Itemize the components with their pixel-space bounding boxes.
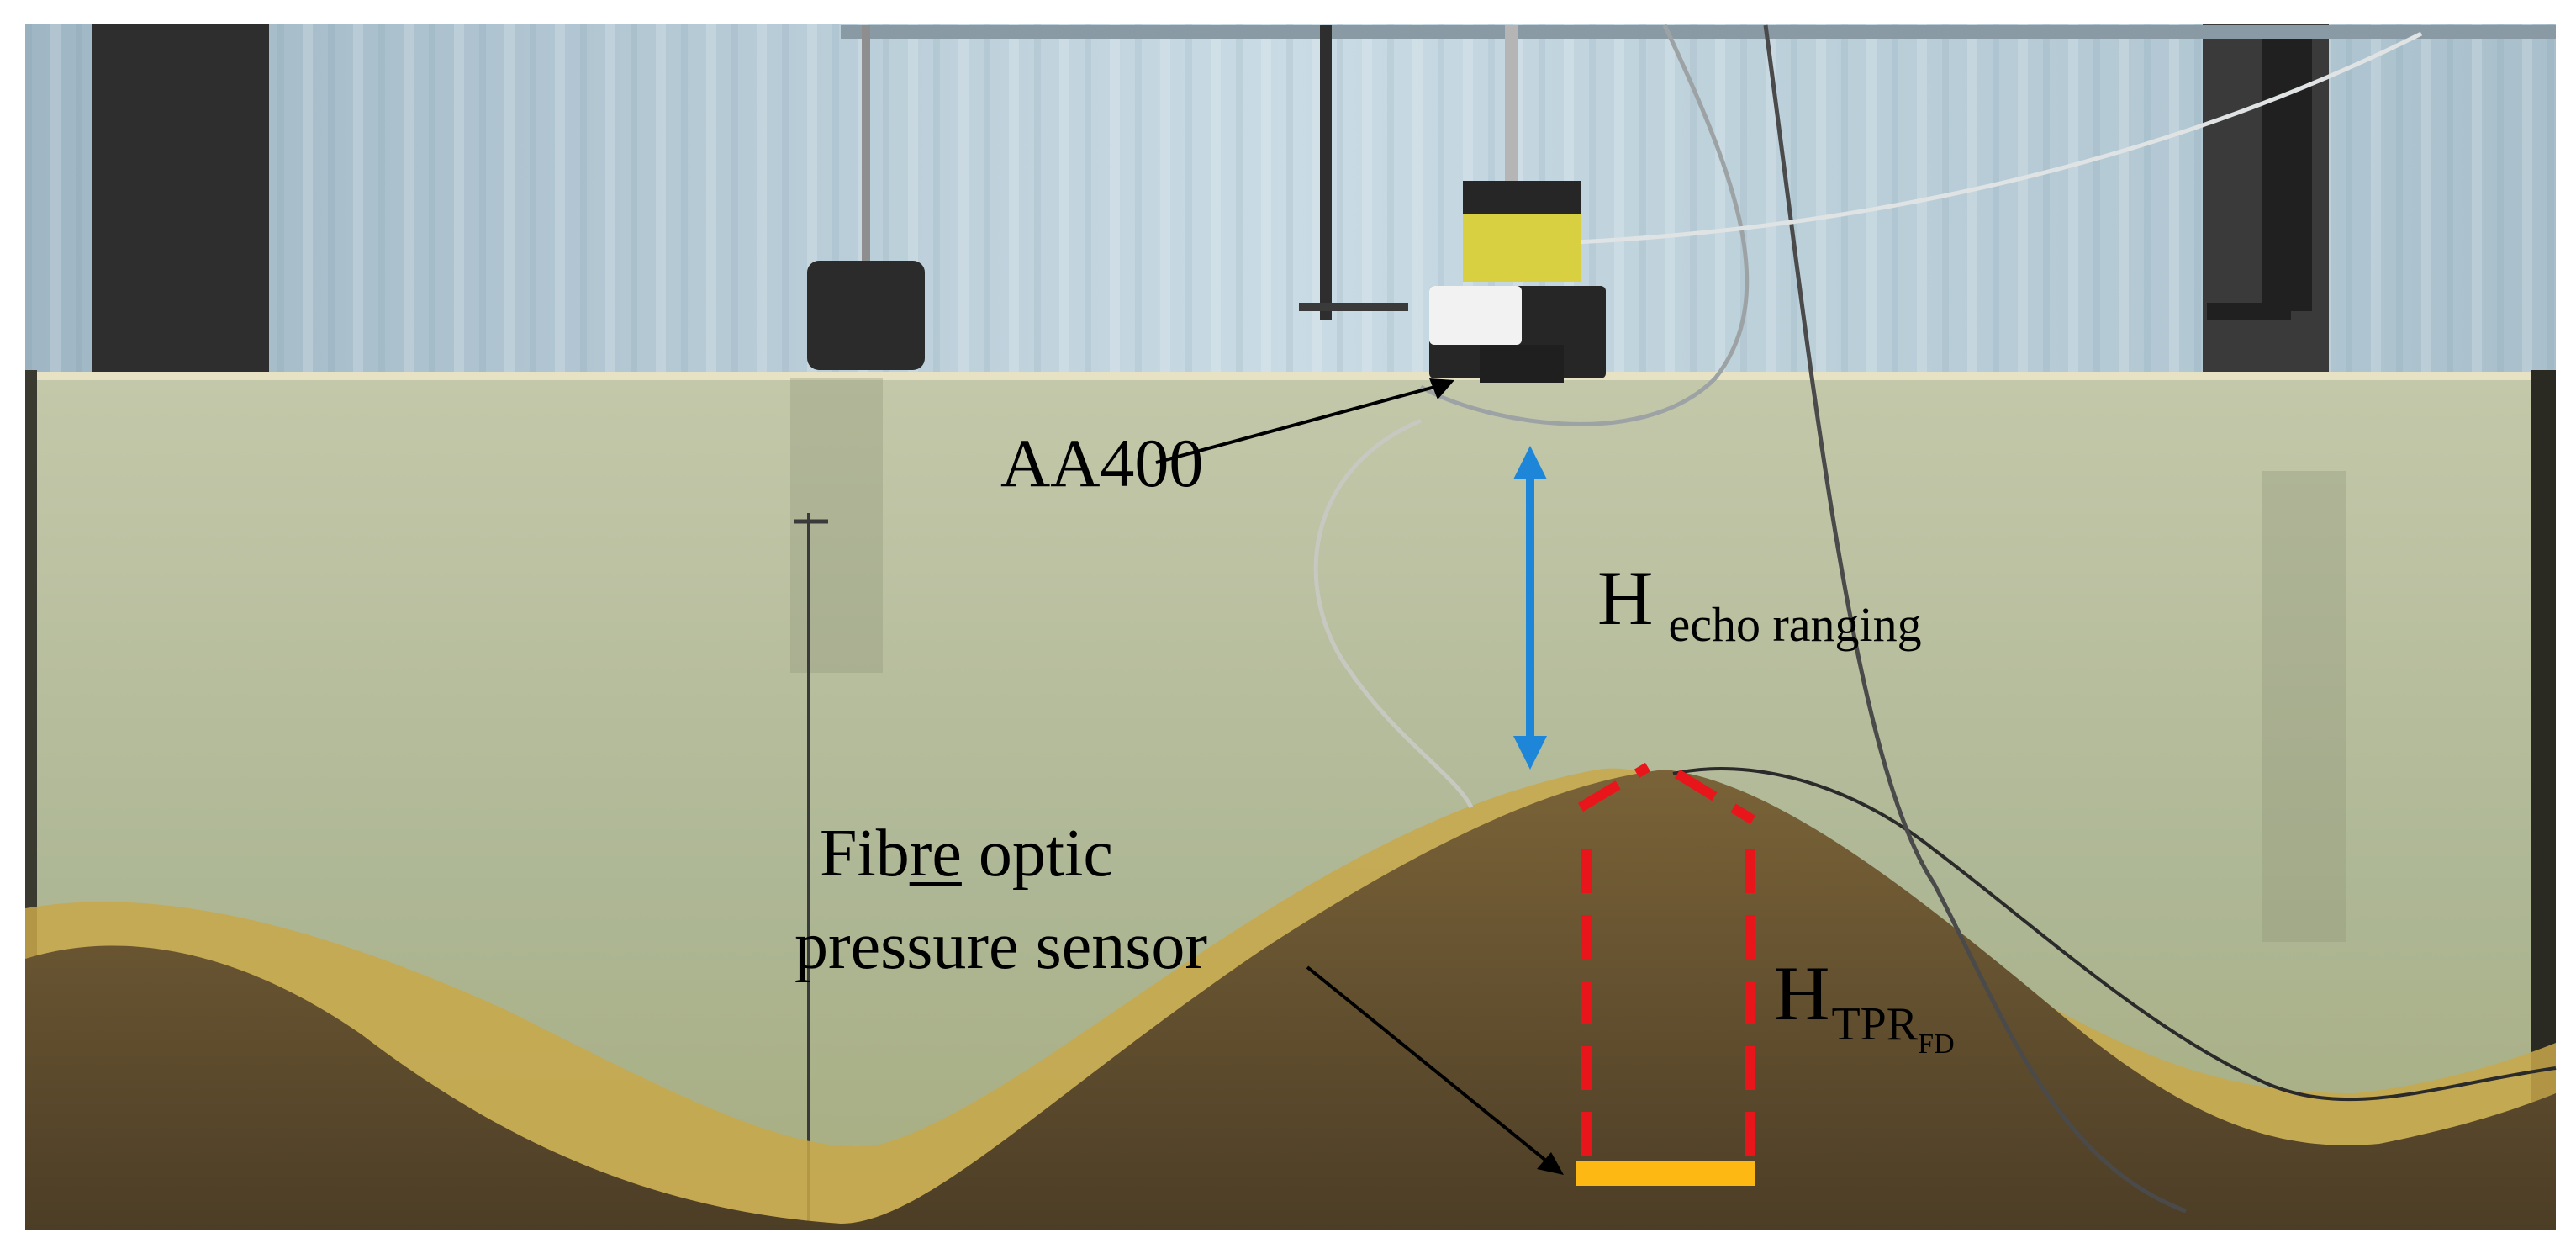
fibre-underlined: re — [909, 817, 962, 891]
h-tpr-label: HTPRFD — [1774, 955, 1955, 1059]
aa400-white-block — [1429, 286, 1522, 345]
fibre-sensor-bar — [1576, 1161, 1755, 1186]
sand-bed — [25, 770, 2556, 1230]
left-post — [92, 24, 269, 377]
h-echo-sub: echo ranging — [1668, 597, 1922, 652]
htpr-subsub: FD — [1918, 1029, 1955, 1060]
aa400-rod — [1505, 25, 1518, 193]
bed-cable — [1672, 767, 2557, 1102]
fibre-optic-label-line2: pressure sensor — [794, 909, 1207, 983]
sensor-pointer-line — [1306, 965, 1553, 1166]
echo-arrow-head-bottom — [1513, 736, 1547, 770]
hanging-cable — [1763, 24, 2187, 1214]
aa400-tape — [1463, 214, 1581, 282]
aa400-transducer — [1480, 345, 1564, 383]
fibre-optic-label-line1: Fibre optic — [820, 820, 1113, 887]
h-echo-main: H — [1597, 555, 1654, 641]
aa400-pointer-head — [1429, 378, 1454, 399]
htpr-sub: TPR — [1831, 998, 1919, 1050]
sensor-pointer-head — [1537, 1152, 1564, 1175]
echo-arrow-head-top — [1513, 446, 1547, 479]
fibre-prefix: Fib — [820, 817, 910, 891]
aa400-pointer-line — [1155, 381, 1451, 464]
fibre-suffix: optic — [961, 817, 1113, 891]
htpr-main: H — [1774, 950, 1830, 1036]
tpr-dashed-outline — [1577, 762, 1756, 1161]
aa400-label: AA400 — [1000, 425, 1204, 501]
